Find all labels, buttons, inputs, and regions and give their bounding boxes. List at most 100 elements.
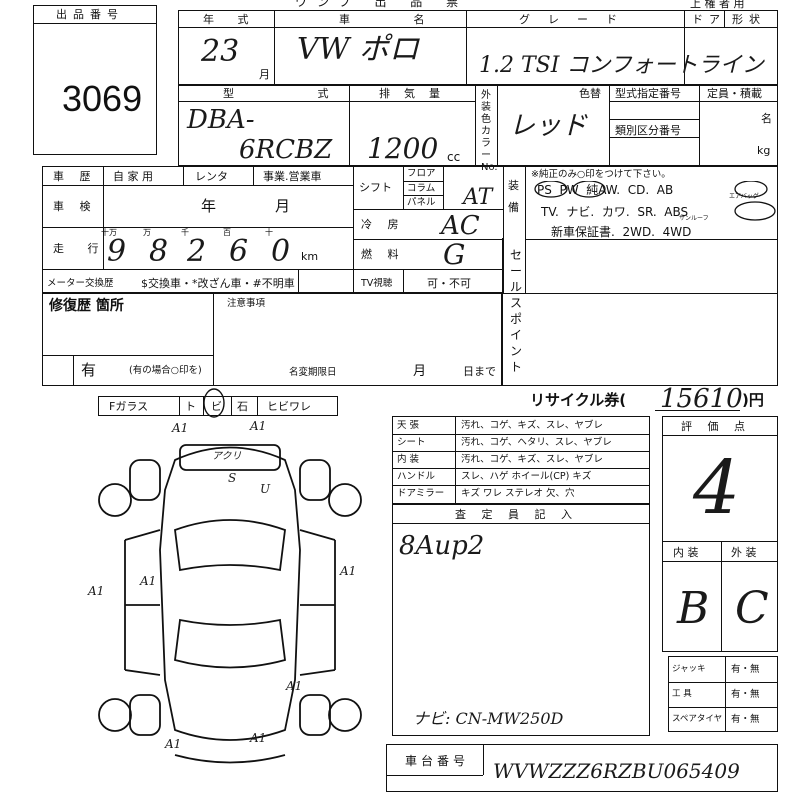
damage-mark-4: A1 xyxy=(88,584,105,598)
damage-mark-6: A1 xyxy=(286,679,303,693)
glass-option-3: 石 xyxy=(237,400,248,413)
tool-value: 有・無 xyxy=(731,689,760,700)
cc-label: cc xyxy=(447,150,461,164)
tool-value: 有・無 xyxy=(731,664,760,675)
glass-circle xyxy=(203,388,225,418)
capacity-unit: 名 xyxy=(761,112,772,125)
exterior-score-value: C xyxy=(735,583,769,634)
reg-month: 月 xyxy=(413,364,427,379)
category-label: 類別区分番号 xyxy=(615,124,681,137)
vehicle-header-box: 年 式 車 名 グレード ドア 形状 23 月 VW ポロ 1.2 TSI コン… xyxy=(178,10,778,86)
score-value: 4 xyxy=(693,445,741,531)
chassis-value: WVWZZZ6RZBU065409 xyxy=(493,759,740,783)
history-business: 事業.営業車 xyxy=(263,170,322,183)
tv-options: 可・不可 xyxy=(427,277,471,290)
history-private: 自 家 用 xyxy=(113,170,153,183)
inspector-label: 査 定 員 記 入 xyxy=(455,508,578,521)
nav-note: ナビ: CN-MW250D xyxy=(413,709,564,728)
interior-row-items: 汚れ、コゲ、ヘタリ、スレ、ヤブレ xyxy=(461,437,612,448)
lot-number: 3069 xyxy=(62,78,143,119)
mileage-digit-label: 万 xyxy=(143,228,151,237)
mileage-km: km xyxy=(301,250,319,263)
interior-row-label: ハンドル xyxy=(397,471,436,482)
recycle-unit: )円 xyxy=(742,391,764,409)
damage-mark-5: A1 xyxy=(340,564,357,578)
model-box: 型 式 DBA- 6RCBZ 排気量 1200 cc 外装色カラーNo. レッド… xyxy=(178,84,778,173)
damage-mark-7: A1 xyxy=(165,737,182,751)
glass-option-4: ヒビワレ xyxy=(267,400,311,413)
damage-mark-2: A1 xyxy=(250,419,267,433)
inspection-year: 年 xyxy=(201,197,217,215)
interior-score-label: 内 装 xyxy=(673,546,699,559)
interior-table: 天 張汚れ、コゲ、キズ、スレ、ヤブレシート汚れ、コゲ、ヘタリ、スレ、ヤブレ内 装… xyxy=(392,416,650,504)
mileage-digit: 2 xyxy=(187,234,207,269)
tools-box: ジャッキ有・無工 具有・無スペアタイヤ有・無 xyxy=(668,656,778,732)
year-label: 年 式 xyxy=(203,13,259,26)
mileage-digit-label: 百 xyxy=(223,228,231,237)
damage-mark-3: A1 xyxy=(140,574,157,588)
meter-label: メーター交換歴 xyxy=(47,278,114,289)
history-label: 車 歴 xyxy=(53,170,97,183)
inspector-box: 査 定 員 記 入 8Aup2 ナビ: CN-MW250D xyxy=(392,504,650,736)
tool-value: 有・無 xyxy=(731,714,760,725)
interior-row-label: シート xyxy=(397,437,426,448)
interior-row-label: 天 張 xyxy=(397,420,420,431)
make-label: 車 名 xyxy=(339,13,455,26)
tool-label: スペアタイヤ xyxy=(672,714,723,724)
capacity-label: 定員・積載 xyxy=(707,87,762,100)
shift-panel: パネル xyxy=(407,197,436,208)
form-title: ワンプ 出 品 票 xyxy=(295,0,469,9)
sales-point-area xyxy=(502,238,778,386)
interior-row-label: 内 装 xyxy=(397,454,420,465)
equipment-note: ※純正のみ○印をつけて下さい。 xyxy=(531,169,671,180)
mileage-digit: 6 xyxy=(229,234,249,269)
repair-box: 修復歴 箇所 注意事項 有 (有の場合○印を) 名変期限日 月 日まで xyxy=(42,292,502,386)
displacement-value: 1200 xyxy=(367,132,439,165)
history-rental: レンタ xyxy=(195,170,228,183)
inspection-month: 月 xyxy=(275,197,291,215)
recycle-value: 15610 xyxy=(660,384,743,414)
interior-score-value: B xyxy=(677,583,710,634)
mileage-digit: 9 xyxy=(107,234,127,269)
damage-mark-11: アクリ xyxy=(212,451,242,462)
damage-mark-8: A1 xyxy=(250,731,267,745)
sales-point-label: セールスポイント xyxy=(510,248,523,374)
shift-value: AT xyxy=(463,185,493,210)
grade-label: グレード xyxy=(519,13,635,26)
lot-number-box: 出品番号 3069 xyxy=(33,5,157,155)
shift-label: シフト xyxy=(359,181,392,194)
interior-row-label: ドアミラー xyxy=(397,488,445,499)
inspection-label: 車 検 xyxy=(53,200,97,213)
equipment-row-3: 新車保証書. 2WD. 4WD xyxy=(551,225,692,239)
color-value: レッド xyxy=(509,111,588,141)
mileage-digit-label: 千 xyxy=(181,228,189,237)
damage-mark-9: U xyxy=(260,482,271,496)
load-unit: kg xyxy=(757,144,771,157)
meter-options: $交換車・*改ざん車・#不明車 xyxy=(141,277,295,290)
equipment-row-2: TV. ナビ. カワ. SR. ABS xyxy=(541,205,689,219)
designation-label: 型式指定番号 xyxy=(615,87,681,100)
shift-floor: フロア xyxy=(407,168,436,179)
tv-label: TV視聴 xyxy=(361,278,393,289)
type-value-2: 6RCBZ xyxy=(239,135,333,165)
glass-label: Fガラス xyxy=(109,400,149,413)
tool-label: 工 具 xyxy=(672,689,692,699)
exterior-score-label: 外 装 xyxy=(731,546,757,559)
recycle-label: リサイクル券( xyxy=(530,391,627,409)
score-box: 評 価 点 4 内 装 外 装 B C xyxy=(662,416,778,652)
type-value-1: DBA- xyxy=(187,105,255,135)
equipment-circles xyxy=(534,181,776,221)
make-value: VW ポロ xyxy=(297,32,420,67)
score-label: 評 価 点 xyxy=(681,420,751,433)
color-change-label: 色替 xyxy=(579,87,601,100)
fuel-label: 燃 料 xyxy=(361,248,405,261)
displacement-label: 排気量 xyxy=(379,87,454,100)
repair-has: 有 xyxy=(81,361,97,379)
interior-row-items: スレ、ハゲ ホイール(CP) キズ xyxy=(461,471,592,482)
mileage-digit: 8 xyxy=(149,234,169,269)
doors-label: ドア xyxy=(692,13,726,26)
car-damage-diagram xyxy=(98,444,362,764)
ext-color-label: 外装色カラーNo. xyxy=(481,90,498,173)
tool-label: ジャッキ xyxy=(672,664,706,674)
form-top-right: 上 権 者 用 xyxy=(690,0,745,10)
